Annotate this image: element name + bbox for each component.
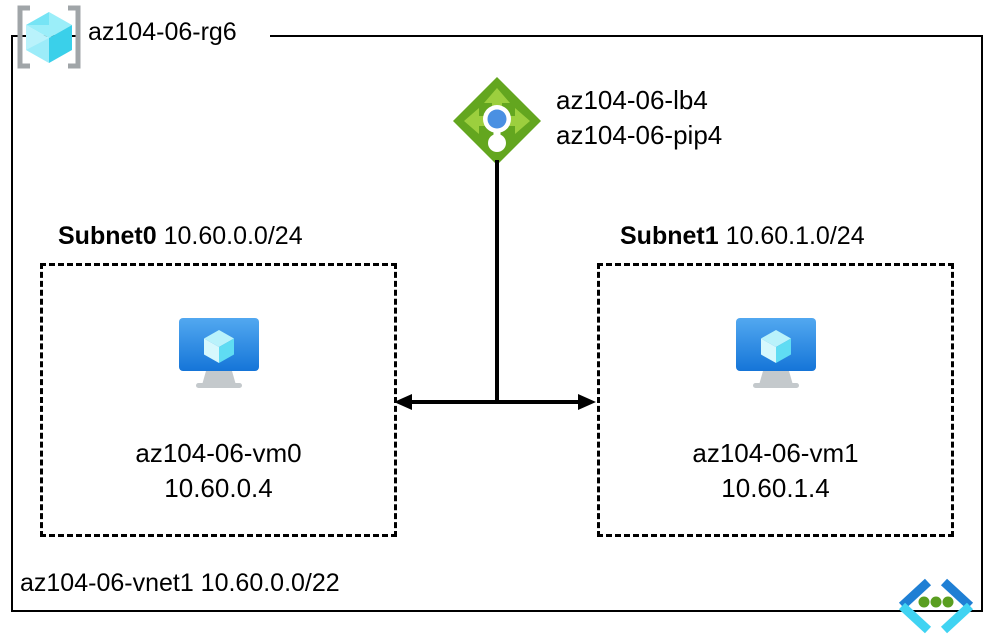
load-balancer-name: az104-06-lb4: [556, 85, 708, 115]
vm0-labels: az104-06-vm0 10.60.0.4: [40, 436, 397, 506]
public-ip-name: az104-06-pip4: [556, 120, 723, 150]
virtual-machine-icon: [176, 315, 262, 391]
vm0-name: az104-06-vm0: [135, 438, 302, 468]
subnet0-cidr: 10.60.0.0/24: [163, 222, 303, 250]
double-headed-arrow-icon: [392, 386, 598, 418]
subnet1-cidr: 10.60.1.0/24: [725, 222, 865, 250]
load-balancer-connector-line: [495, 160, 499, 402]
load-balancer-icon: [451, 75, 543, 167]
resource-group-cube-icon: [14, 4, 84, 70]
vnet-label: az104-06-vnet1 10.60.0.0/22: [20, 569, 340, 597]
vnet-label-gap: [16, 566, 388, 600]
subnet1-boundary: [597, 263, 954, 537]
vm0-ip: 10.60.0.4: [164, 473, 273, 503]
resource-group-title-gap: [80, 26, 270, 46]
resource-group-label: az104-06-rg6: [88, 18, 237, 46]
vm1-name: az104-06-vm1: [692, 438, 859, 468]
subnet0-boundary: [40, 263, 397, 537]
subnet0-heading: Subnet0 10.60.0.0/24: [58, 221, 303, 251]
virtual-network-icon: [890, 578, 982, 634]
load-balancer-labels: az104-06-lb4 az104-06-pip4: [556, 83, 722, 153]
vm1-labels: az104-06-vm1 10.60.1.4: [597, 436, 954, 506]
subnet0-name: Subnet0: [58, 222, 157, 250]
vm1-ip: 10.60.1.4: [721, 473, 830, 503]
subnet1-name: Subnet1: [620, 222, 719, 250]
subnet1-heading: Subnet1 10.60.1.0/24: [620, 221, 865, 251]
resource-group-boundary: [11, 35, 983, 612]
virtual-machine-icon: [733, 315, 819, 391]
